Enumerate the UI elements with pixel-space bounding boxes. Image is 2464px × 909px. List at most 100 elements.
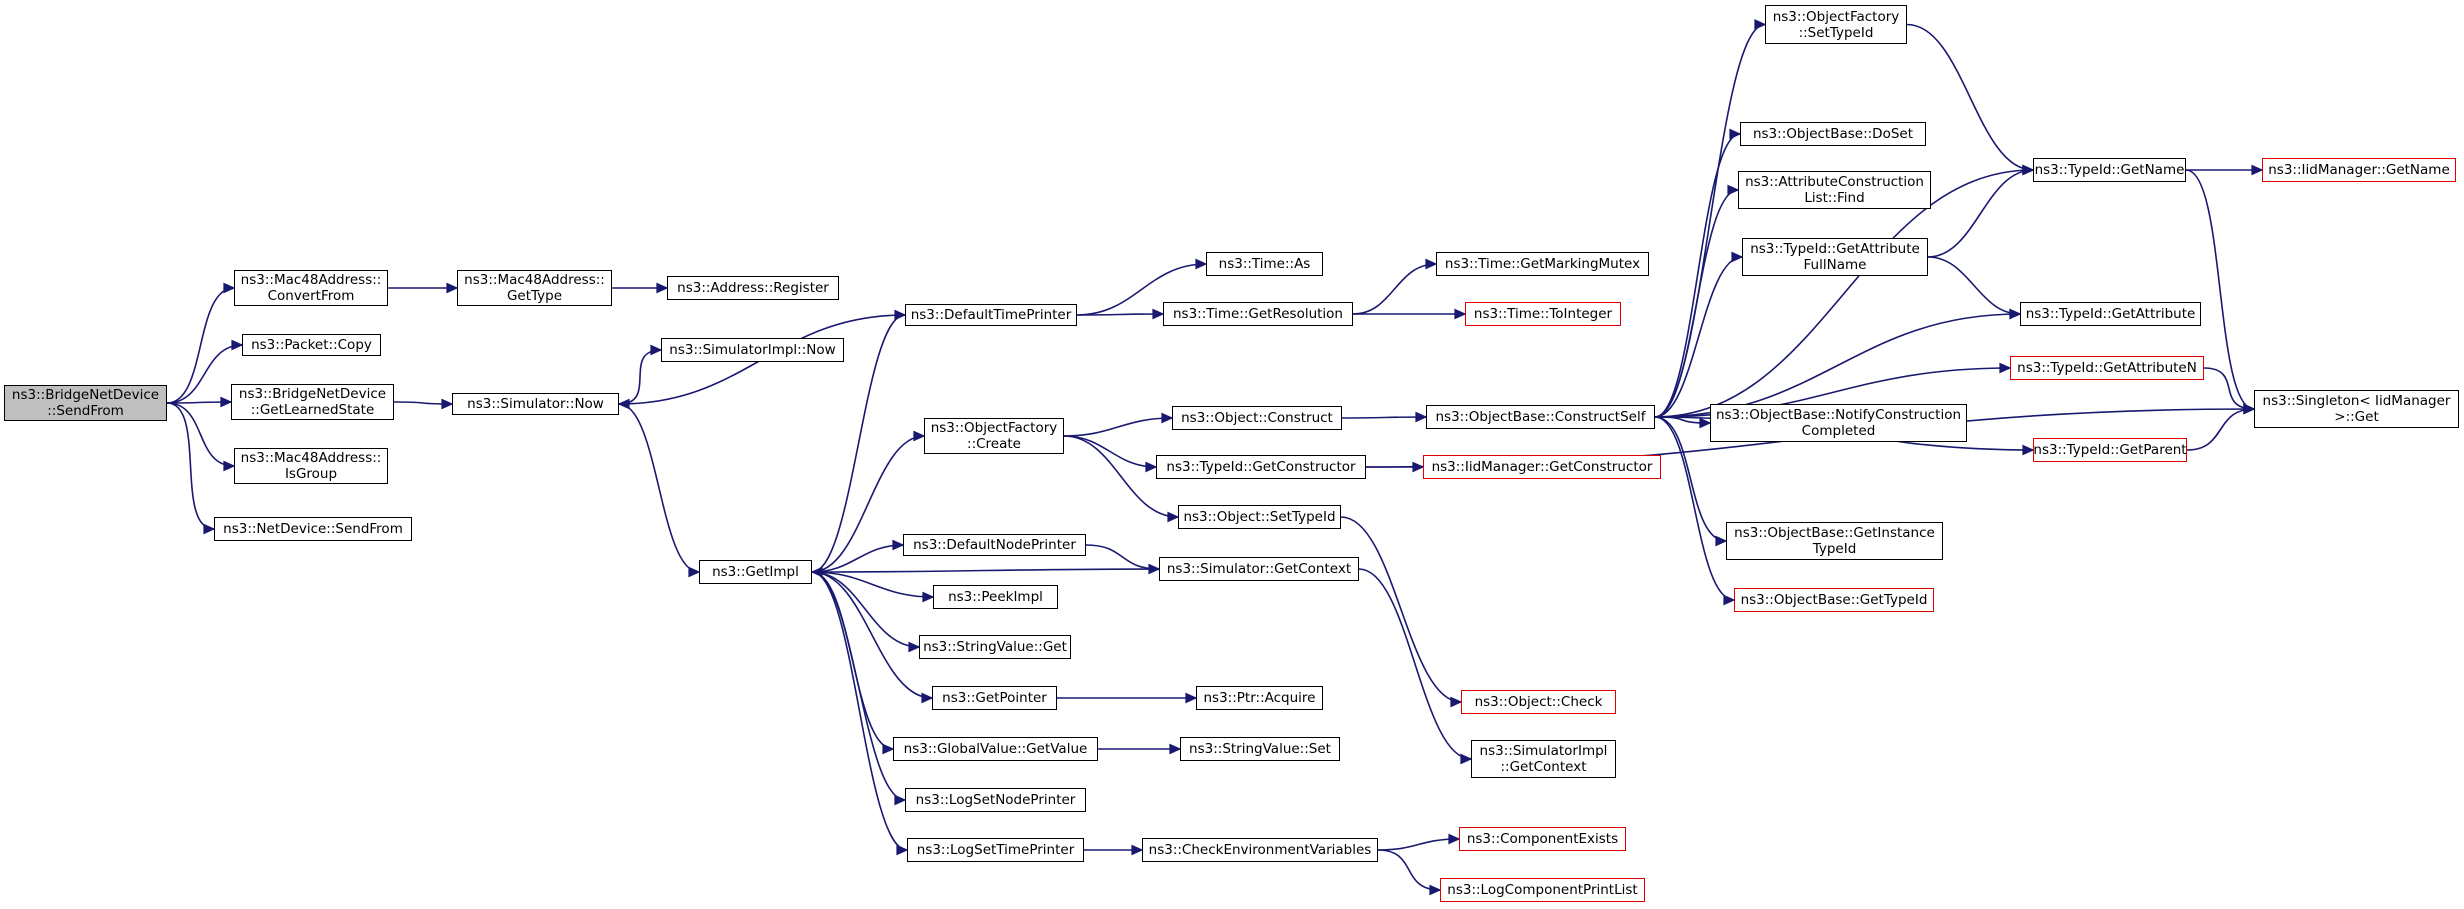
node-object-settypeid[interactable]: ns3::Object::SetTypeId [1178, 505, 1341, 529]
node-bridge-learned[interactable]: ns3::BridgeNetDevice::GetLearnedState [231, 384, 394, 420]
edge-objfactory-create-to-object-construct [1063, 417, 1173, 437]
node-sim-now[interactable]: ns3::Simulator::Now [452, 393, 619, 415]
node-label-line: ::SetTypeId [1798, 24, 1874, 41]
edge-arrowhead [2022, 444, 2035, 456]
edge-sim-now-to-simimpl-now [618, 349, 662, 405]
node-logset-node[interactable]: ns3::LogSetNodePrinter [905, 788, 1086, 812]
edge-objbase-constructself-to-typeid-getattribute [1654, 313, 2021, 418]
node-label-line: ns3::Address::Register [677, 280, 829, 296]
node-label-line: TypeId [1812, 541, 1857, 557]
node-objfactory-create[interactable]: ns3::ObjectFactory::Create [924, 418, 1064, 454]
edge-arrowhead [223, 282, 236, 294]
node-mac-gettype[interactable]: ns3::Mac48Address::GetType [457, 270, 612, 306]
node-time-as[interactable]: ns3::Time::As [1206, 252, 1323, 276]
node-packet-copy[interactable]: ns3::Packet::Copy [242, 334, 381, 356]
node-peekimpl[interactable]: ns3::PeekImpl [933, 585, 1058, 609]
edge-objbase-constructself-to-objbase-getinstance [1654, 416, 1727, 542]
node-addr-register[interactable]: ns3::Address::Register [667, 276, 839, 300]
node-label-line: ns3::Singleton< IidManager [2262, 393, 2451, 409]
node-label-line: ns3::TypeId::GetParent [2033, 442, 2187, 458]
node-typeid-getctor[interactable]: ns3::TypeId::GetConstructor [1156, 455, 1366, 479]
node-objbase-doset[interactable]: ns3::ObjectBase::DoSet [1740, 122, 1926, 146]
edge-arrowhead [1723, 594, 1736, 606]
node-getpointer[interactable]: ns3::GetPointer [932, 686, 1057, 710]
node-typeid-getparent[interactable]: ns3::TypeId::GetParent [2033, 438, 2187, 462]
node-check-env[interactable]: ns3::CheckEnvironmentVariables [1142, 838, 1378, 862]
edge-typeid-getparent-to-singleton-get [2186, 408, 2255, 451]
node-netdev-sendfrom[interactable]: ns3::NetDevice::SendFrom [214, 517, 412, 541]
node-label-line: ns3::TypeId::GetConstructor [1166, 459, 1356, 475]
edge-arrowhead [1131, 844, 1144, 856]
edge-arrowhead [1729, 128, 1742, 140]
node-log-component-print[interactable]: ns3::LogComponentPrintList [1440, 878, 1645, 902]
edge-default-time-printer-to-time-as [1076, 263, 1207, 316]
node-objfactory-settypeid[interactable]: ns3::ObjectFactory::SetTypeId [1765, 5, 1907, 44]
node-iid-getname[interactable]: ns3::IidManager::GetName [2262, 158, 2456, 182]
node-globalvalue-getvalue[interactable]: ns3::GlobalValue::GetValue [893, 737, 1098, 761]
edge-arrowhead [2009, 308, 2022, 320]
node-typeid-getname[interactable]: ns3::TypeId::GetName [2033, 158, 2186, 182]
node-root[interactable]: ns3::BridgeNetDevice::SendFrom [4, 385, 167, 421]
node-label-line: ns3::TypeId::GetAttribute [2025, 306, 2196, 322]
edge-arrowhead [908, 641, 921, 653]
edge-arrowhead [656, 282, 669, 294]
node-label-line: ns3::BridgeNetDevice [238, 386, 387, 402]
node-sim-getcontext[interactable]: ns3::Simulator::GetContext [1159, 557, 1359, 581]
node-label-line: ns3::ObjectBase::ConstructSelf [1435, 409, 1646, 425]
node-logset-time[interactable]: ns3::LogSetTimePrinter [907, 838, 1084, 862]
node-ptr-acquire[interactable]: ns3::Ptr::Acquire [1196, 686, 1323, 710]
edge-arrowhead [1429, 884, 1442, 896]
node-label-line: ns3::Simulator::GetContext [1166, 561, 1352, 577]
node-label-line: ns3::TypeId::GetName [2034, 162, 2185, 178]
node-stringvalue-get[interactable]: ns3::StringValue::Get [919, 635, 1071, 659]
node-time-getres[interactable]: ns3::Time::GetResolution [1163, 302, 1353, 326]
node-label-line: ns3::ObjectFactory [930, 420, 1058, 436]
node-default-time-printer[interactable]: ns3::DefaultTimePrinter [905, 304, 1077, 326]
edge-getimpl-to-objfactory-create [811, 435, 925, 573]
node-label-line: ns3::Mac48Address:: [464, 272, 605, 288]
node-component-exists[interactable]: ns3::ComponentExists [1459, 827, 1626, 851]
edge-root-to-mac-isgroup [166, 402, 235, 467]
edge-arrowhead [894, 794, 907, 806]
node-label-line: ns3::Time::GetResolution [1172, 306, 1343, 322]
node-label-line: ::GetLearnedState [250, 402, 375, 418]
node-singleton-get[interactable]: ns3::Singleton< IidManager>::Get [2254, 390, 2459, 428]
node-mac-convert[interactable]: ns3::Mac48Address::ConvertFrom [234, 270, 388, 306]
node-typeid-getattributen[interactable]: ns3::TypeId::GetAttributeN [2010, 356, 2204, 380]
node-simimpl-getcontext[interactable]: ns3::SimulatorImpl::GetContext [1471, 740, 1616, 778]
node-simimpl-now[interactable]: ns3::SimulatorImpl::Now [661, 338, 844, 362]
node-iid-getctor[interactable]: ns3::IidManager::GetConstructor [1423, 455, 1661, 479]
node-object-construct[interactable]: ns3::Object::Construct [1172, 406, 1342, 430]
node-time-marking[interactable]: ns3::Time::GetMarkingMutex [1436, 252, 1649, 276]
edge-typeid-getattributen-to-singleton-get [2203, 367, 2255, 410]
node-label-line: ns3::Time::ToInteger [1473, 306, 1613, 322]
edge-arrowhead [882, 743, 895, 755]
node-getimpl[interactable]: ns3::GetImpl [699, 560, 812, 584]
node-label-line: ns3::GetPointer [942, 690, 1047, 706]
node-label-line: ::SendFrom [47, 403, 124, 419]
edge-arrowhead [1450, 696, 1463, 708]
node-object-check[interactable]: ns3::Object::Check [1461, 690, 1616, 714]
edge-getimpl-to-default-time-printer [811, 314, 906, 573]
edge-check-env-to-component-exists [1377, 838, 1460, 851]
node-objbase-gettypeid[interactable]: ns3::ObjectBase::GetTypeId [1734, 588, 1934, 612]
node-default-node-printer[interactable]: ns3::DefaultNodePrinter [903, 534, 1086, 556]
edge-objbase-constructself-to-objbase-doset [1654, 133, 1741, 418]
edge-sim-getcontext-to-getimpl [811, 568, 1160, 573]
edge-arrowhead [1754, 19, 1767, 30]
node-typeid-getattribute[interactable]: ns3::TypeId::GetAttribute [2020, 302, 2201, 326]
node-mac-isgroup[interactable]: ns3::Mac48Address::IsGroup [234, 448, 388, 484]
edge-bridge-learned-to-sim-now [393, 401, 453, 405]
node-objbase-constructself[interactable]: ns3::ObjectBase::ConstructSelf [1426, 405, 1655, 429]
node-time-tointeger[interactable]: ns3::Time::ToInteger [1465, 302, 1621, 326]
node-label-line: ns3::Object::Check [1474, 694, 1603, 710]
edge-arrowhead [810, 566, 823, 578]
node-label-line: ns3::DefaultNodePrinter [913, 537, 1076, 553]
edge-arrowhead [1999, 362, 2012, 374]
edge-default-time-printer-to-time-getres [1076, 313, 1164, 316]
node-stringvalue-set[interactable]: ns3::StringValue::Set [1180, 737, 1340, 761]
